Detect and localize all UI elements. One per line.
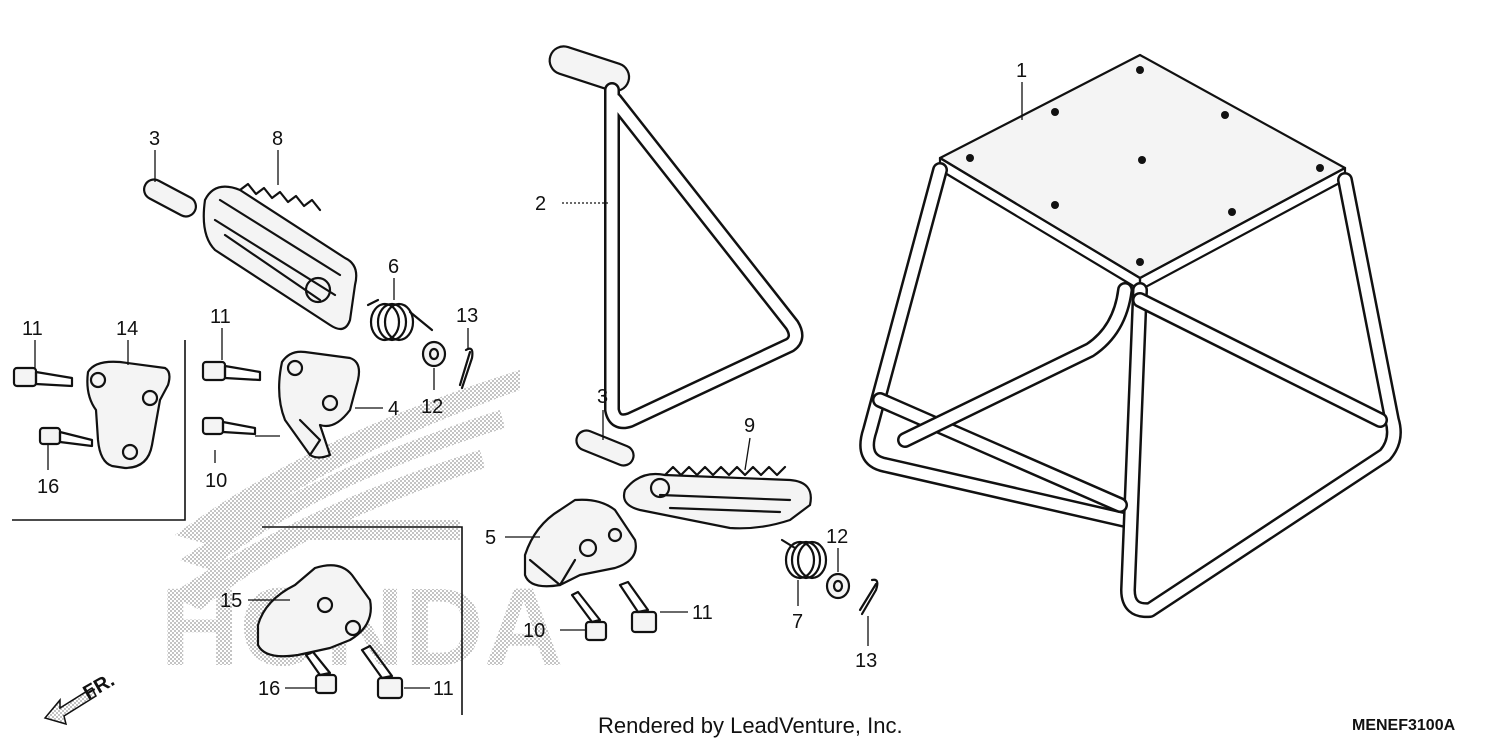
bolt-11-lower <box>618 580 658 634</box>
part-5-bracket <box>523 498 637 588</box>
callout-7: 7 <box>792 611 803 633</box>
callout-12-lower: 12 <box>826 526 848 548</box>
callouts: 1 2 3 3 4 5 6 7 8 9 10 10 11 11 11 11 12… <box>22 60 1027 700</box>
bolt-10-upper <box>201 416 257 436</box>
front-direction-arrow: FR. <box>43 669 118 726</box>
part-14-bracket <box>86 360 171 470</box>
callout-3-lower: 3 <box>597 386 608 408</box>
honda-wing-watermark: HONDA <box>160 370 563 689</box>
bolt-10-lower <box>570 590 608 642</box>
callout-11-bottom: 11 <box>433 678 454 700</box>
callout-10-lower: 10 <box>523 620 545 642</box>
callout-11-lower: 11 <box>692 602 713 624</box>
callout-13-upper: 13 <box>456 305 478 327</box>
callout-15: 15 <box>220 590 242 612</box>
callout-13-lower: 13 <box>855 650 877 672</box>
part-12-washer-lower <box>825 572 851 600</box>
callout-8: 8 <box>272 128 283 150</box>
callout-1: 1 <box>1016 60 1027 82</box>
callout-9: 9 <box>744 415 755 437</box>
callout-4: 4 <box>388 398 399 420</box>
bolt-11-bottom <box>360 644 404 700</box>
part-9-footpeg-lower <box>622 465 812 530</box>
callout-10-upper: 10 <box>205 470 227 492</box>
callout-6: 6 <box>388 256 399 278</box>
part-1-stand-frame <box>859 53 1402 619</box>
callout-16-bottom: 16 <box>258 678 280 700</box>
part-15-bracket <box>256 564 372 658</box>
part-3-pin-upper <box>143 178 197 218</box>
callout-5: 5 <box>485 527 496 549</box>
callout-2: 2 <box>535 193 546 215</box>
part-4-bracket <box>278 350 361 459</box>
part-13-cotter-pin-upper <box>458 347 474 390</box>
part-8-footpeg-upper <box>202 182 358 331</box>
callout-14: 14 <box>116 318 138 340</box>
bolt-16-bottom <box>304 650 338 695</box>
part-13-cotter-pin-lower <box>858 578 879 616</box>
bolt-11-upper <box>201 360 262 382</box>
diagram-code: MENEF3100A <box>1352 717 1456 734</box>
part-2-stand-handle <box>548 45 804 430</box>
callout-11-upper: 11 <box>210 306 231 328</box>
part-6-spring-upper <box>366 298 434 342</box>
bolt-11-inset <box>12 366 74 388</box>
leader-lines <box>34 82 1023 689</box>
bolt-16-inset <box>38 426 94 448</box>
inset-frame-left <box>12 340 186 521</box>
footer-credit: Rendered by LeadVenture, Inc. <box>598 713 903 738</box>
part-7-spring-lower <box>780 538 828 580</box>
part-12-washer-upper <box>421 340 447 368</box>
callout-16-inset: 16 <box>37 476 59 498</box>
inset-frame-bottom <box>262 526 463 715</box>
part-3-pin-lower <box>575 429 635 467</box>
callout-3-upper: 3 <box>149 128 160 150</box>
callout-11-inset: 11 <box>22 318 43 340</box>
callout-12-upper: 12 <box>421 396 443 418</box>
